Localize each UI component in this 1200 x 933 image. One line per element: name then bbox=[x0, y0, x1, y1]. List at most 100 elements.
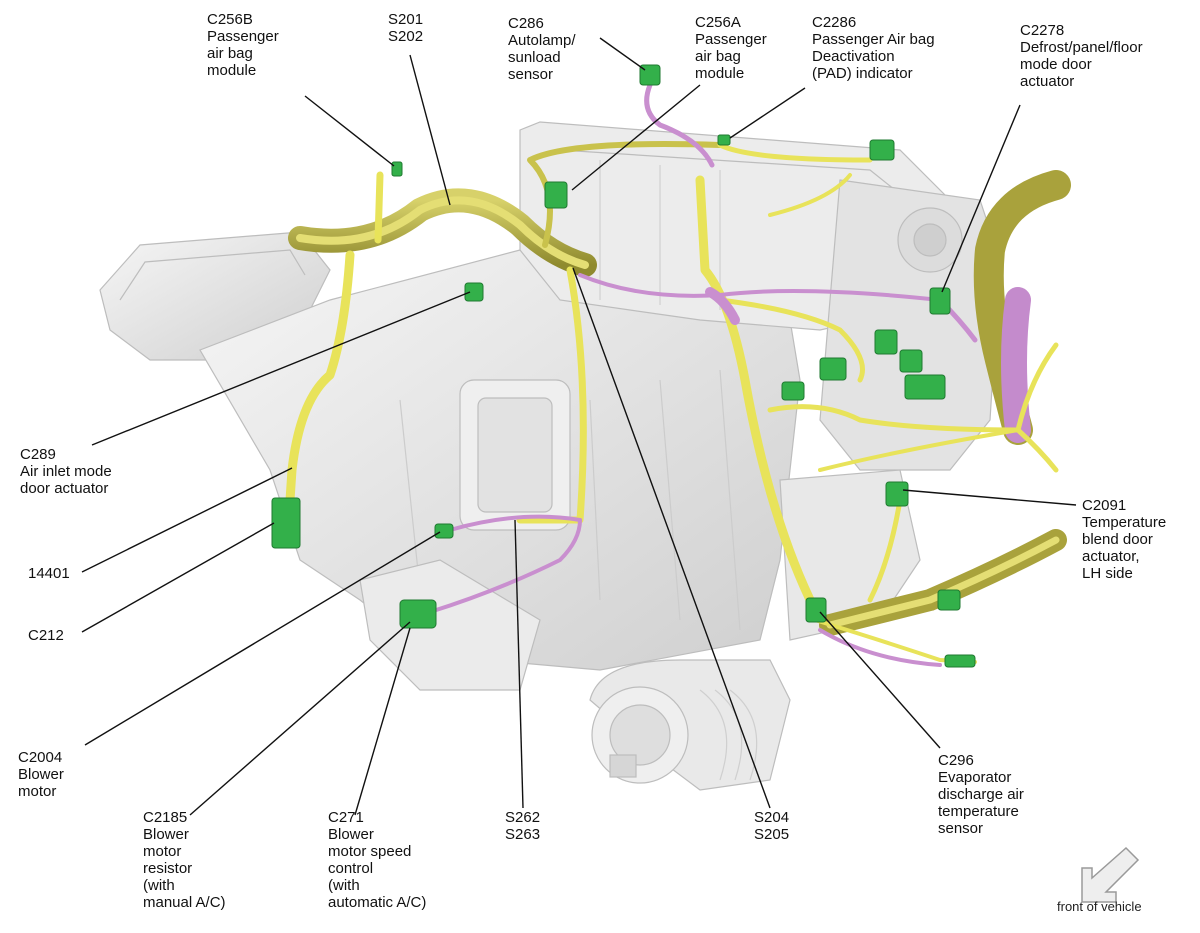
callout-line: air bag bbox=[695, 48, 741, 65]
leader-c2185 bbox=[189, 621, 411, 816]
connector-c296 bbox=[805, 597, 827, 623]
callout-line: S262 bbox=[505, 809, 541, 826]
wiring-harness bbox=[285, 82, 1071, 667]
callout-line: actuator bbox=[1020, 73, 1075, 90]
connector-c2004 bbox=[434, 523, 454, 539]
leader-c2091 bbox=[902, 489, 1077, 506]
leader-lines bbox=[81, 37, 1077, 816]
callout-line: C256A bbox=[695, 14, 741, 31]
callout-line: resistor bbox=[143, 860, 193, 877]
callout-line: (with bbox=[328, 877, 360, 894]
hvac-housing bbox=[99, 121, 1001, 791]
leader-c2278 bbox=[941, 104, 1021, 293]
callout-line: air bag bbox=[207, 45, 253, 62]
callout-14401: 14401 bbox=[28, 565, 70, 582]
front-of-vehicle-label: front of vehicle bbox=[1057, 899, 1142, 914]
callout-line: Temperature bbox=[1082, 514, 1167, 531]
callout-line: C256B bbox=[207, 11, 253, 28]
connector-right-3 bbox=[899, 349, 923, 373]
callout-line: Autolamp/ bbox=[508, 32, 576, 49]
connector-right-2 bbox=[874, 329, 898, 355]
leader-s262 bbox=[514, 519, 524, 809]
callout-line: motor speed bbox=[328, 843, 412, 860]
callout-line: C212 bbox=[28, 627, 64, 644]
callout-line: sensor bbox=[508, 66, 554, 83]
callout-line: C2091 bbox=[1082, 497, 1127, 514]
callout-line: S263 bbox=[505, 826, 541, 843]
connector-c2278 bbox=[929, 287, 951, 315]
connectors bbox=[271, 64, 976, 668]
callout-line: C286 bbox=[508, 15, 544, 32]
callout-line: LH side bbox=[1082, 565, 1133, 582]
callout-line: Defrost/panel/floor bbox=[1020, 39, 1143, 56]
callout-line: sunload bbox=[508, 49, 561, 66]
callout-line: (with bbox=[143, 877, 175, 894]
callout-line: manual A/C) bbox=[143, 894, 226, 911]
callout-line: automatic A/C) bbox=[328, 894, 427, 911]
callout-line: door actuator bbox=[20, 480, 109, 497]
leader-c2286 bbox=[729, 87, 806, 139]
arrow-down-left-icon bbox=[1081, 846, 1140, 903]
leader-c2004 bbox=[84, 531, 441, 746]
leader-c271 bbox=[354, 627, 411, 816]
callout-line: Blower bbox=[143, 826, 189, 843]
callout-line: C289 bbox=[20, 446, 56, 463]
callout-line: Deactivation bbox=[812, 48, 895, 65]
callout-line: C296 bbox=[938, 752, 974, 769]
connector-right-6 bbox=[781, 381, 805, 401]
leader-c289 bbox=[91, 291, 471, 446]
callout-line: S202 bbox=[388, 28, 424, 45]
callout-c212: C212 bbox=[28, 627, 64, 644]
callout-line: C271 bbox=[328, 809, 364, 826]
callout-line: C2278 bbox=[1020, 22, 1065, 39]
callout-line: module bbox=[695, 65, 745, 82]
callout-line: S204 bbox=[754, 809, 790, 826]
leader-c256b bbox=[304, 95, 395, 167]
callout-line: C2286 bbox=[812, 14, 857, 31]
connector-c2185 bbox=[399, 599, 437, 629]
callout-line: mode door bbox=[1020, 56, 1092, 73]
connector-14401 bbox=[271, 497, 301, 549]
connector-right-4 bbox=[819, 357, 847, 381]
leader-c286 bbox=[599, 37, 646, 71]
callout-line: S205 bbox=[754, 826, 790, 843]
connector-right-8 bbox=[944, 654, 976, 668]
callout-line: Blower bbox=[328, 826, 374, 843]
connector-right-5 bbox=[904, 374, 946, 400]
callout-line: motor bbox=[143, 843, 182, 860]
callout-line: temperature bbox=[938, 803, 1019, 820]
callout-line: actuator, bbox=[1082, 548, 1140, 565]
leader-c296 bbox=[819, 611, 941, 749]
callout-line: Passenger bbox=[695, 31, 767, 48]
callout-line: C2004 bbox=[18, 749, 63, 766]
callout-line: Air inlet mode bbox=[20, 463, 112, 480]
connector-right-7 bbox=[937, 589, 961, 611]
callout-line: module bbox=[207, 62, 257, 79]
callout-line: Passenger bbox=[207, 28, 279, 45]
callout-line: Blower bbox=[18, 766, 64, 783]
callout-line: Passenger Air bag bbox=[812, 31, 935, 48]
callout-line: blend door bbox=[1082, 531, 1153, 548]
callout-line: sensor bbox=[938, 820, 984, 837]
connector-right-1 bbox=[869, 139, 895, 161]
connector-c2286 bbox=[717, 134, 731, 146]
connector-c256b bbox=[391, 161, 403, 177]
leader-s204 bbox=[572, 267, 771, 809]
callout-line: (PAD) indicator bbox=[812, 65, 913, 82]
connector-c256a bbox=[544, 181, 568, 209]
callout-line: S201 bbox=[388, 11, 424, 28]
leader-c256a bbox=[571, 84, 701, 191]
